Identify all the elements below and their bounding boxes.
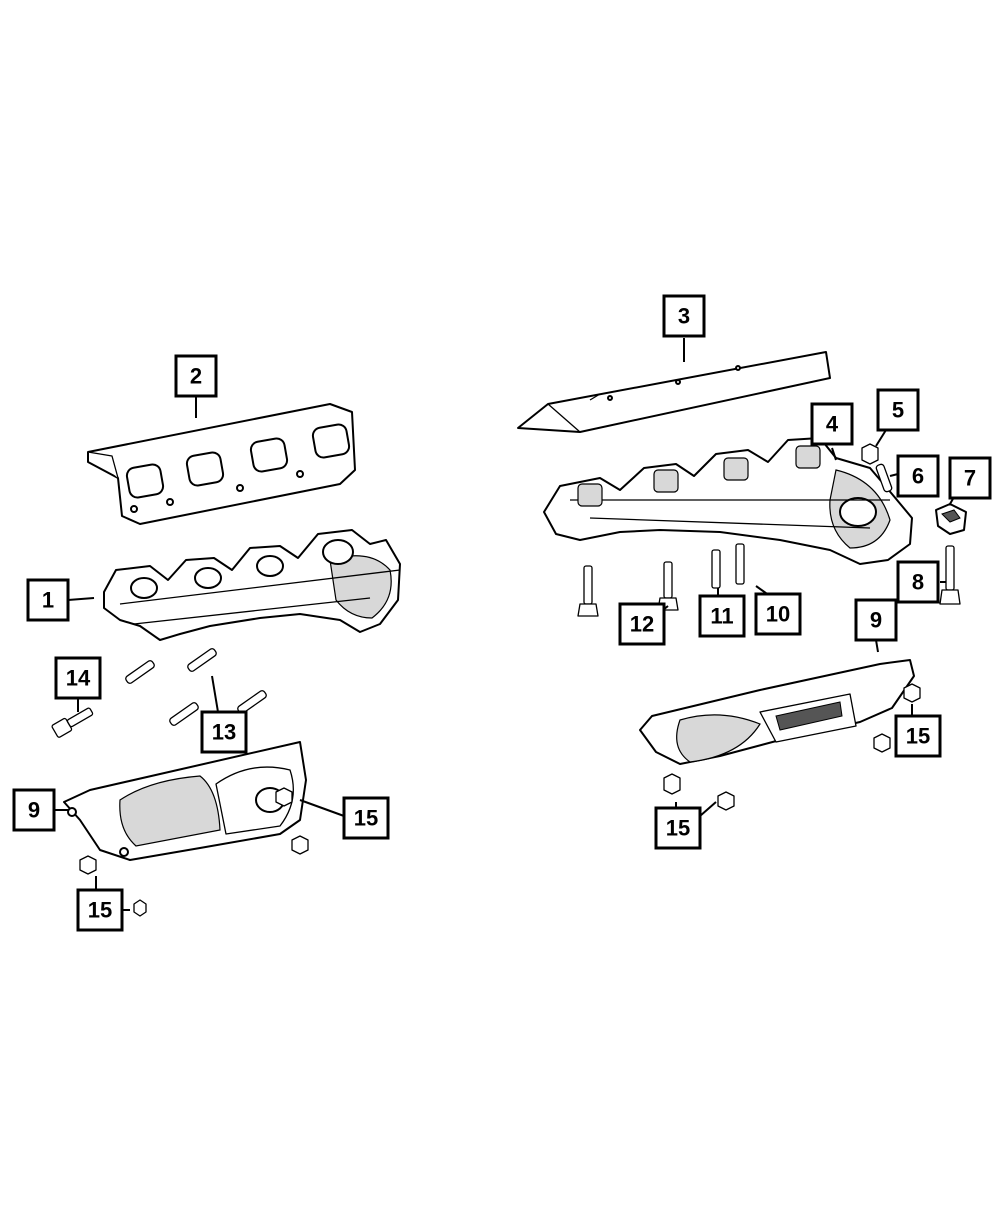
- right-nut-3: [663, 773, 681, 795]
- right-lower-heat-shield: [639, 659, 915, 765]
- svg-text:15: 15: [666, 816, 690, 841]
- callout-4: 4: [810, 402, 854, 446]
- left-nut-2: [291, 835, 309, 855]
- left-nut-3: [79, 855, 97, 875]
- svg-text:12: 12: [630, 612, 654, 637]
- left-nut-1: [275, 787, 293, 807]
- svg-text:5: 5: [892, 398, 904, 423]
- svg-text:3: 3: [678, 304, 690, 329]
- right-stud-6: [875, 463, 893, 493]
- callout-11: 11: [698, 594, 746, 638]
- callout-9-left: 9: [12, 788, 56, 832]
- svg-text:11: 11: [710, 604, 733, 629]
- left-bolt: [51, 707, 94, 738]
- right-bolt-8: [939, 545, 961, 605]
- right-nut-4: [717, 791, 735, 811]
- callout-15-left-b: 15: [76, 888, 124, 932]
- right-exhaust-manifold: [543, 437, 913, 565]
- svg-text:15: 15: [354, 806, 378, 831]
- left-manifold-gasket: [87, 403, 356, 525]
- callout-3: 3: [662, 294, 706, 338]
- right-nut-2: [873, 733, 891, 753]
- svg-text:2: 2: [190, 364, 202, 389]
- left-heat-shield: [63, 741, 307, 861]
- svg-text:8: 8: [912, 570, 924, 595]
- svg-text:1: 1: [42, 588, 54, 613]
- left-manifold-studs: [125, 648, 267, 726]
- callout-7: 7: [948, 456, 992, 500]
- right-nut-5: [861, 443, 879, 465]
- callout-5: 5: [876, 388, 920, 432]
- svg-text:4: 4: [826, 412, 839, 437]
- svg-text:15: 15: [88, 898, 112, 923]
- right-clip-7: [935, 503, 967, 535]
- right-stud-10: [735, 543, 745, 585]
- right-bolt-12a: [577, 565, 599, 617]
- callout-13: 13: [200, 710, 248, 754]
- svg-text:10: 10: [766, 602, 790, 627]
- svg-text:9: 9: [870, 608, 882, 633]
- callout-15-left-a: 15: [342, 796, 390, 840]
- svg-text:14: 14: [66, 666, 91, 691]
- right-upper-heat-shield: [517, 351, 831, 433]
- callout-12: 12: [618, 602, 666, 646]
- right-stud-11: [711, 549, 721, 589]
- left-exhaust-manifold: [103, 529, 401, 641]
- callout-14: 14: [54, 656, 102, 700]
- left-nut-4: [133, 899, 147, 917]
- svg-text:7: 7: [964, 466, 976, 491]
- callout-15-right-b: 15: [654, 806, 702, 850]
- svg-text:9: 9: [28, 798, 40, 823]
- callout-9-right: 9: [854, 598, 898, 642]
- svg-text:6: 6: [912, 464, 924, 489]
- callout-8: 8: [896, 560, 940, 604]
- callout-15-right-a: 15: [894, 714, 942, 758]
- callout-6: 6: [896, 454, 940, 498]
- callout-10: 10: [754, 592, 802, 636]
- svg-text:13: 13: [212, 720, 236, 745]
- callout-2: 2: [174, 354, 218, 398]
- svg-text:15: 15: [906, 724, 930, 749]
- right-nut-1: [903, 683, 921, 703]
- callout-1: 1: [26, 578, 70, 622]
